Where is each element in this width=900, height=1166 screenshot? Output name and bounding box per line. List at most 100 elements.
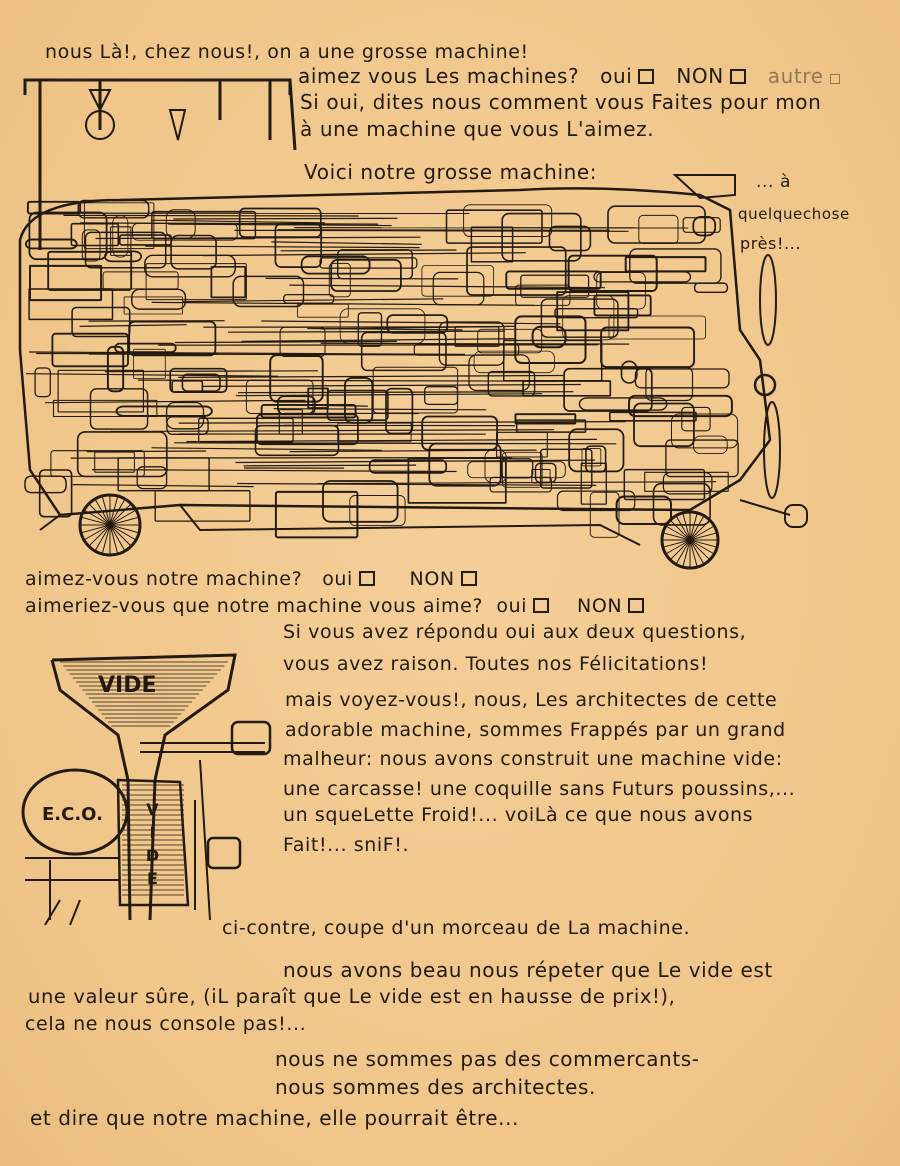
machine-part [210,265,247,299]
wheel-spoke [675,539,691,565]
machine-pipe [178,374,564,378]
wheel-spoke [689,539,705,565]
label-vide-vertical: VIDE [143,800,162,892]
intro-line: Si oui, dites nous comment vous Faites p… [300,90,822,114]
machine-part [424,386,459,406]
machine-part [89,388,149,430]
machine-pipe [44,399,306,404]
machine-part [554,307,639,319]
drawing-caption: ci-contre, coupe d'un morceau de La mach… [222,917,691,939]
propeller-blade [763,401,781,499]
machine-part [52,399,158,418]
machine-part [514,413,577,425]
machine-pipe [178,421,626,424]
machine-part [505,270,602,290]
machine-part [501,451,543,488]
machine-part [629,248,722,284]
machine-part [103,250,143,263]
machine-part [133,348,166,379]
paragraph-line: mais voyez-vous!, nous, Les architectes … [285,689,778,711]
closing-line: nous avons beau nous répeter que Le vide… [283,958,773,982]
machine-part [28,288,114,321]
machine-part [28,211,108,261]
machine-part [337,422,412,443]
machine-part [322,480,399,523]
machine-pipe [235,459,595,464]
wheel-spoke [101,524,111,555]
wheel-spoke [83,524,111,541]
machine-pipe [265,277,459,280]
wheel-spoke [88,524,111,547]
wheel-spoke [665,525,691,541]
aside-note: ... à [756,172,792,192]
checkbox-oui [533,598,550,613]
machine-part [145,263,247,301]
wheel-spoke [689,519,711,541]
chassis-strut [39,499,791,546]
wheel-spoke [109,524,137,541]
machine-pipe [174,340,397,344]
machine-part [500,458,534,479]
end-cap [784,504,808,528]
machine-part [119,234,173,246]
machine-part [539,448,593,489]
machine-pipe [104,370,318,373]
wheel-spoke [669,539,691,561]
machine-pipe [145,245,420,249]
wheel-spoke [109,516,140,526]
machine-pipe [267,404,368,407]
machine-part [77,199,150,219]
machine-part [670,413,739,449]
option-non-label: NON [577,595,623,617]
machine-part [515,419,587,433]
machine-part [307,387,329,409]
machine-part [556,490,636,512]
machine-part [487,370,536,397]
machine-pipe [168,223,392,227]
question-machine-vous-aime: aimeriez-vous que notre machine vous aim… [25,594,652,618]
machine-part [466,246,567,296]
machine-part [607,205,706,244]
machine-part [328,262,351,298]
machine-part [385,387,414,435]
checkbox-oui [358,571,375,586]
machine-pipe [79,324,187,327]
closing-line: et dire que notre machine, elle pourrait… [30,1106,519,1130]
top-intake [672,174,736,200]
machine-part [421,265,495,297]
propeller-blade [759,254,777,346]
machine-pipe [320,342,630,345]
machine-part [600,326,696,369]
machine-pipe [63,214,359,217]
machine-part [144,254,236,278]
machine-part [620,360,638,384]
wheel-spoke [682,539,691,568]
wheel-spoke [109,503,132,526]
wheel-spoke [109,524,119,555]
eco-chamber [21,768,129,856]
wheel-spoke [689,539,711,561]
wheel-spoke [80,516,111,526]
intro-line: nous Là!, chez nous!, on a une grosse ma… [45,41,529,63]
wheel-spoke [109,498,126,526]
wheel-spoke [689,525,715,541]
closing-line: une valeur sûre, (iL paraît que Le vide … [28,985,676,1008]
machine-pipe [110,429,555,433]
machine-pipe [289,449,537,453]
machine-pipe [237,482,597,486]
option-oui-label: oui [322,568,353,590]
machine-part [51,332,129,368]
machine-pipe [174,442,617,445]
machine-pipe [151,447,382,451]
aside-note: quelquechose [738,205,850,223]
machine-part [232,275,305,308]
machine-pipe [86,450,207,453]
checkbox-autre [829,74,840,84]
machine-part [38,469,73,518]
checkbox-non [460,571,477,586]
side-box [206,836,242,870]
side-box [230,720,272,756]
wheel-spoke [665,539,691,555]
machine-part [638,214,679,244]
